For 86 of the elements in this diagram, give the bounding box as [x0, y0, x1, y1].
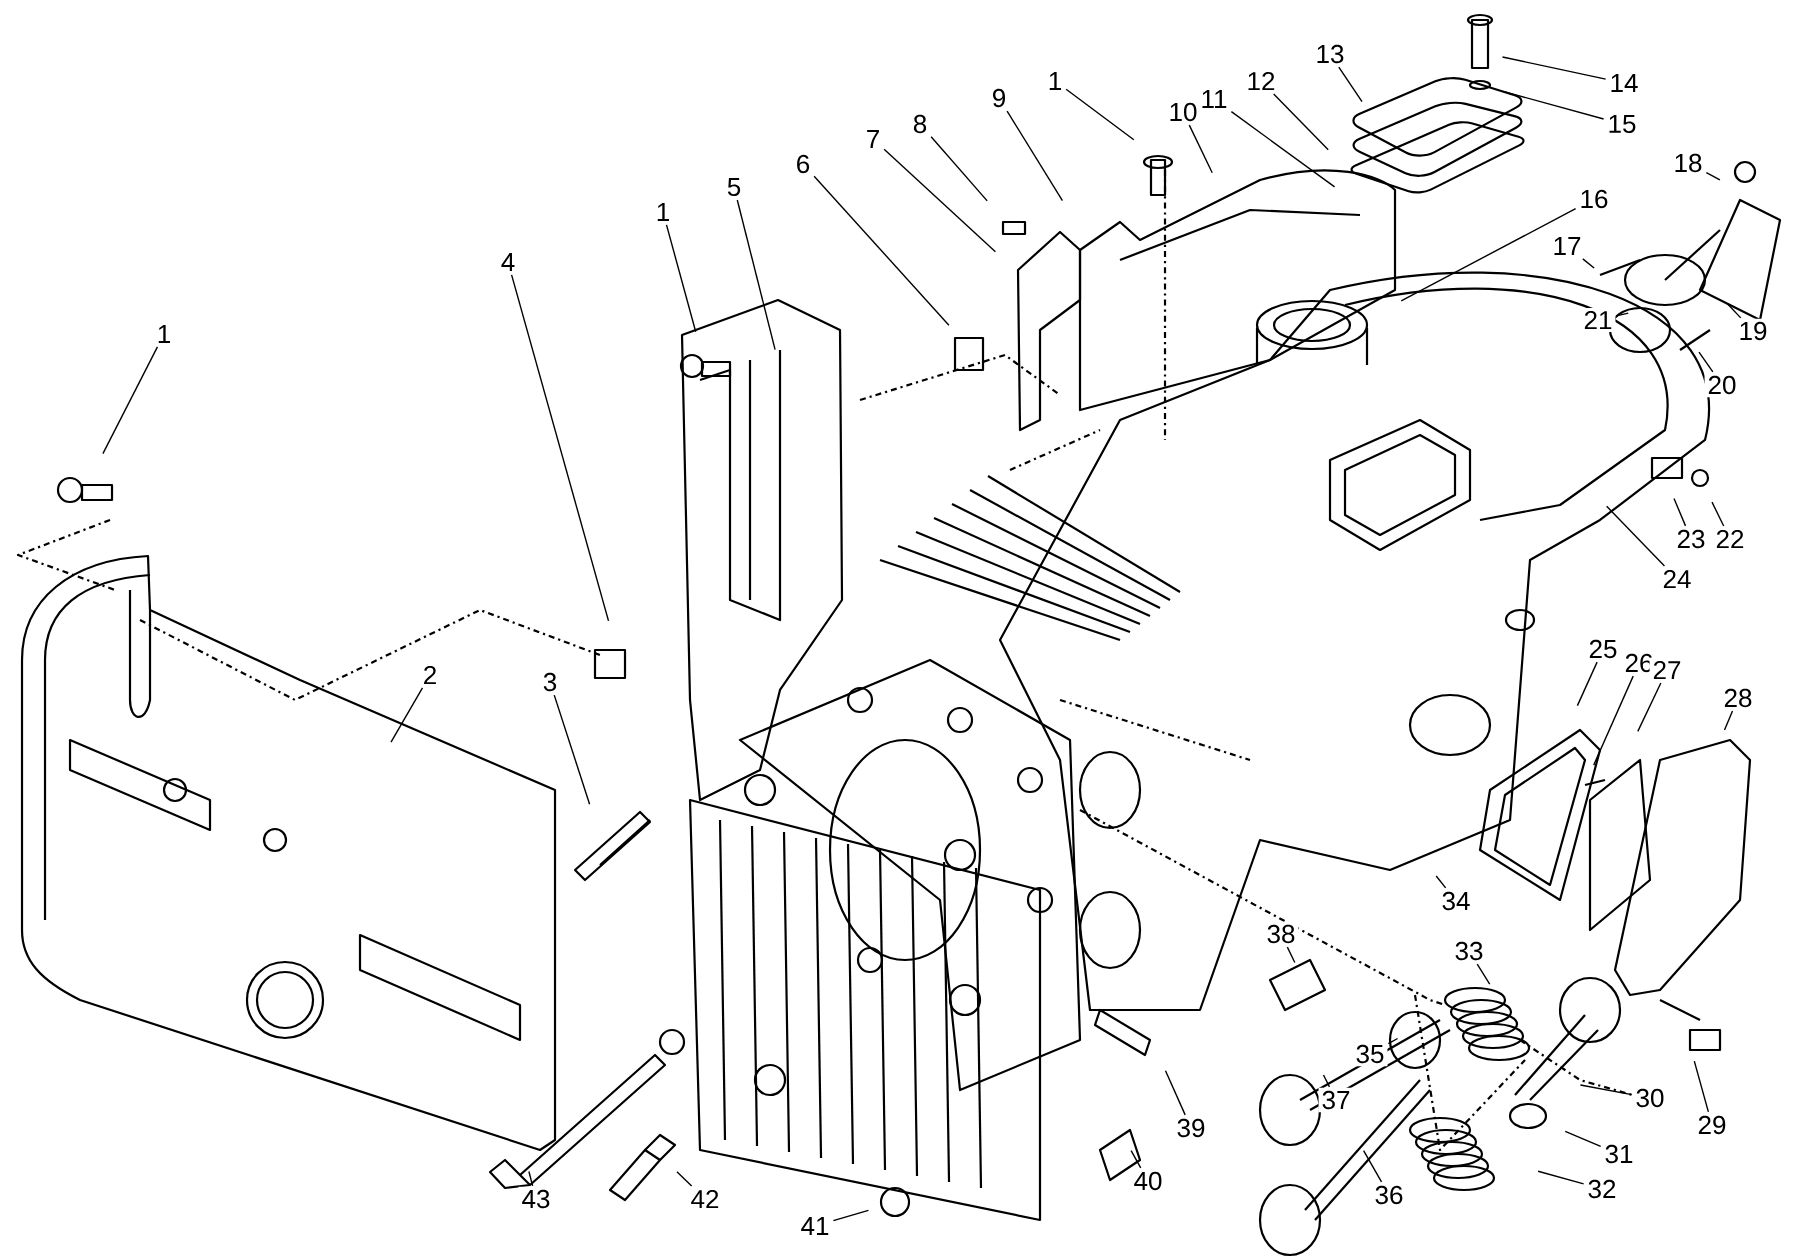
leader-line: [528, 1170, 534, 1187]
callout-number: 12: [1243, 68, 1279, 94]
leader-line: [813, 175, 950, 326]
leader-line: [1502, 90, 1605, 120]
callout-number: 30: [1632, 1085, 1668, 1111]
callout-number: 37: [1318, 1087, 1354, 1113]
callout-number: 7: [862, 127, 884, 151]
callout-number: 40: [1130, 1168, 1166, 1194]
callout-number: 38: [1263, 921, 1299, 947]
leader-line: [102, 346, 159, 455]
leader-line: [553, 694, 591, 805]
leader-line: [676, 1171, 693, 1187]
leader-line: [1230, 110, 1336, 188]
leader-line: [832, 1209, 870, 1222]
leader-line: [1387, 1037, 1399, 1045]
leader-line: [1579, 1084, 1633, 1096]
callout-number: 1: [153, 322, 175, 346]
leader-line: [1711, 501, 1725, 527]
leader-line: [736, 199, 776, 351]
leader-line: [1726, 302, 1742, 319]
leader-line: [1537, 1170, 1585, 1185]
leader-line: [1693, 1060, 1710, 1113]
callout-number: 25: [1585, 636, 1621, 662]
callout-number: 17: [1549, 234, 1585, 258]
leader-line: [1435, 875, 1447, 889]
callout-number: 15: [1604, 111, 1640, 137]
callout-number: 5: [723, 174, 745, 200]
leader-line: [1705, 171, 1721, 181]
leader-line: [1273, 93, 1329, 151]
leader-line: [1576, 661, 1598, 707]
leader-line: [1564, 1130, 1602, 1147]
callout-number: 4: [497, 250, 519, 274]
leader-line: [1501, 56, 1607, 80]
callout-number: 14: [1606, 71, 1642, 95]
callout-number: 6: [792, 151, 814, 177]
callout-number: 33: [1451, 938, 1487, 964]
leader-line: [883, 148, 997, 253]
callout-number: 16: [1576, 186, 1612, 212]
leader-line: [1723, 710, 1734, 731]
callout-number: 1: [652, 200, 674, 224]
leader-line: [1188, 124, 1213, 174]
callout-number: 8: [909, 111, 931, 137]
callout-number: 1: [1044, 69, 1066, 93]
leader-line: [1006, 110, 1064, 202]
callout-number: 22: [1712, 526, 1748, 552]
leader-line: [1606, 505, 1666, 567]
callout-number: 41: [797, 1214, 833, 1238]
callout-number: 39: [1173, 1115, 1209, 1141]
callout-number: 35: [1352, 1041, 1388, 1067]
callout-number: 23: [1673, 526, 1709, 552]
leader-line: [1164, 1070, 1186, 1116]
leader-line: [1362, 1149, 1383, 1183]
callout-number: 2: [419, 662, 441, 688]
leader-line: [1322, 1074, 1331, 1088]
callout-number: 31: [1601, 1141, 1637, 1167]
leader-line: [1065, 88, 1135, 141]
leader-line: [665, 224, 697, 333]
callout-number: 9: [988, 85, 1010, 111]
callout-number: 28: [1720, 685, 1756, 711]
callout-number: 18: [1670, 150, 1706, 176]
callout-number: 13: [1312, 41, 1348, 67]
callout-number: 21: [1580, 307, 1616, 333]
leader-line: [1286, 946, 1296, 964]
leader-line: [510, 274, 610, 622]
leader-line: [390, 687, 424, 743]
callout-number: 34: [1438, 888, 1474, 914]
callout-number: 36: [1371, 1182, 1407, 1208]
leader-line: [1582, 258, 1595, 269]
callout-number: 42: [687, 1186, 723, 1212]
leader-line: [1698, 351, 1714, 373]
callout-number: 29: [1694, 1112, 1730, 1138]
leader-line: [1615, 312, 1629, 317]
leader-line: [1637, 682, 1662, 733]
leader-line: [1476, 963, 1491, 985]
callout-number: 20: [1704, 372, 1740, 398]
leader-line: [1400, 208, 1577, 302]
leader-line: [1593, 675, 1634, 766]
callout-number: 24: [1659, 566, 1695, 592]
leader-line: [1338, 66, 1363, 103]
callout-number: 19: [1735, 318, 1771, 344]
callout-number: 32: [1584, 1176, 1620, 1202]
callout-number: 43: [518, 1186, 554, 1212]
leader-line: [1673, 497, 1687, 527]
leader-line: [930, 136, 988, 202]
callout-number: 3: [539, 669, 561, 695]
leader-line: [1130, 1149, 1142, 1169]
